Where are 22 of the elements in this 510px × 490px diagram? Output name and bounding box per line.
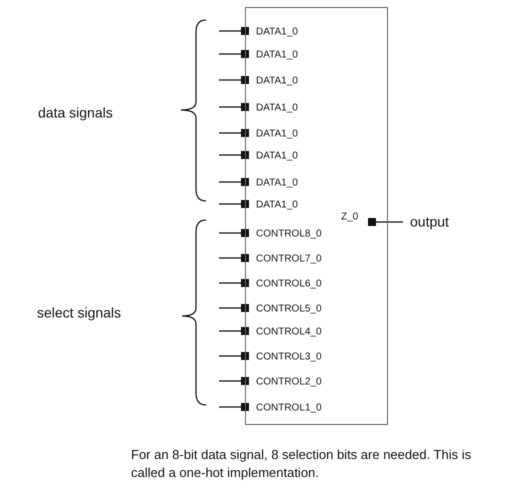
pin-label: DATA1_0	[256, 50, 298, 60]
pin-label: Z_0	[341, 212, 358, 222]
output-label: output	[410, 214, 449, 230]
pin-label: DATA1_0	[256, 26, 298, 38]
pin-label: CONTROL6_0	[256, 278, 322, 290]
pin-label: DATA1_0	[256, 178, 298, 188]
pin-label: DATA1_0	[256, 200, 298, 210]
pin-label: CONTROL3_0	[256, 352, 322, 362]
group-label: data signals	[38, 105, 113, 121]
pin-label: DATA1_0	[256, 128, 298, 140]
group-label: select signals	[37, 305, 122, 321]
pin-label: CONTROL2_0	[256, 376, 322, 388]
pin-label: DATA1_0	[256, 76, 298, 86]
pin-label: CONTROL1_0	[256, 402, 322, 414]
caption: For an 8-bit data signal, 8 selection bits are needed. This is called a one-hot implementation.	[131, 446, 472, 482]
block-symbol	[245, 7, 388, 425]
pin-label: CONTROL8_0	[256, 228, 322, 240]
pin-label: CONTROL4_0	[256, 326, 322, 338]
pin-label: CONTROL7_0	[256, 254, 322, 264]
pin-label: CONTROL5_0	[256, 304, 322, 314]
pin-label: DATA1_0	[256, 150, 298, 162]
pin-label: DATA1_0	[256, 102, 298, 114]
